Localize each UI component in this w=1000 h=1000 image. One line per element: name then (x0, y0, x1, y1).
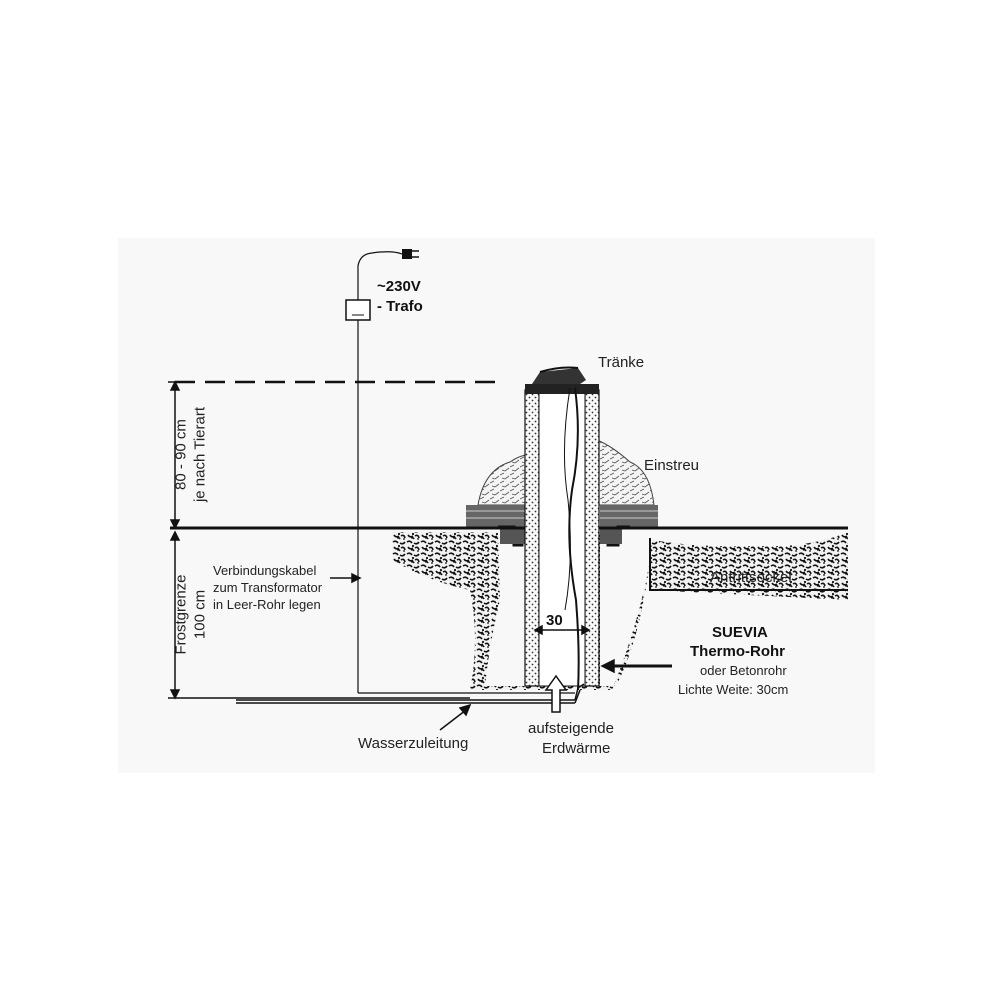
annotation-arrows (330, 572, 672, 731)
thermo-pipe (524, 389, 600, 687)
height-note-label: je nach Tierart (191, 406, 209, 503)
suevia-label: SUEVIA (712, 624, 768, 641)
cable-note-line2: zum Transformator (213, 580, 323, 595)
dimension-lines (168, 380, 470, 700)
traenke-bowl (525, 366, 599, 394)
lichte-weite-label: Lichte Weite: 30cm (678, 682, 789, 697)
transformer-cable (357, 251, 575, 694)
antrittsockel-pointer (649, 538, 848, 591)
height-range-label: 80 - 90 cm (172, 419, 190, 490)
betonrohr-label: oder Betonrohr (700, 663, 787, 678)
frost-label: Frostgrenze (172, 574, 190, 655)
rising-heat-line2: Erdwärme (542, 740, 611, 757)
gravel-fill (392, 532, 848, 690)
voltage-label: ~230V (377, 278, 421, 295)
rising-heat-arrow (544, 674, 568, 713)
thermo-rohr-label: Thermo-Rohr (690, 643, 785, 660)
water-supply-pipe (236, 683, 585, 704)
trafo-label: - Trafo (377, 298, 423, 315)
water-supply-label: Wasserzuleitung (358, 735, 469, 752)
antrittsockel-label: Antrittsockel (710, 569, 792, 586)
traenke-label: Tränke (598, 354, 645, 371)
cable-note-line1: Verbindungskabel (213, 563, 317, 578)
heating-cable (568, 387, 580, 691)
cable-note-line3: in Leer-Rohr legen (213, 597, 321, 612)
einstreu-label: Einstreu (644, 457, 700, 474)
antrittsockel-slabs (466, 505, 658, 547)
plug-icon (402, 249, 419, 259)
pipe-width-label: 30 (546, 612, 563, 629)
rising-heat-line1: aufsteigende (528, 720, 614, 737)
transformer-box (345, 299, 371, 321)
frost-depth-label: 100 cm (191, 589, 209, 640)
